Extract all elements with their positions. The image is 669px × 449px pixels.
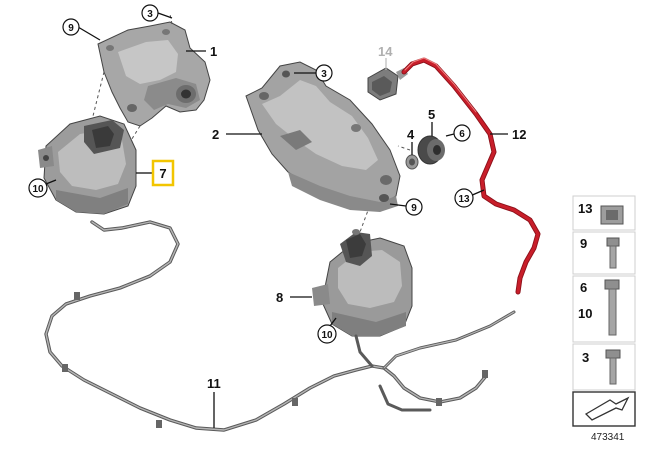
legend-6-label: 6 xyxy=(580,280,587,295)
legend-13-label: 13 xyxy=(578,201,592,216)
engine-carrier-bracket-part-2[interactable] xyxy=(245,61,401,212)
callout-6 xyxy=(453,124,471,142)
callout-3-top xyxy=(141,4,159,22)
callout-9-mid-label: 9 xyxy=(411,203,417,214)
assembly-guide-lines xyxy=(91,13,411,233)
callout-10-left xyxy=(28,178,48,198)
callout-8-label: 8 xyxy=(276,290,283,305)
engine-support-bracket-part-1[interactable] xyxy=(97,21,211,127)
legend-row-9[interactable] xyxy=(572,231,636,275)
flange-screw-icon xyxy=(605,349,621,385)
legend-row-6-10[interactable] xyxy=(572,275,636,343)
callout-10-mid xyxy=(317,324,337,344)
callout-10-mid-label: 10 xyxy=(321,330,333,341)
callout-9-mid xyxy=(405,198,423,216)
clip-nut-icon xyxy=(600,205,624,225)
hex-bolt-long-icon xyxy=(604,279,620,336)
engine-mount-right-part-8[interactable] xyxy=(312,229,413,337)
callout-3-mid xyxy=(315,64,333,82)
callout-3-top-label: 3 xyxy=(147,9,153,20)
callout-9-top xyxy=(62,18,80,36)
legend-3-label: 3 xyxy=(582,350,589,365)
spacer-part-4[interactable] xyxy=(405,154,419,170)
callout-1-label: 1 xyxy=(210,44,217,59)
callout-13-label: 13 xyxy=(458,194,470,205)
callout-4-label: 4 xyxy=(407,127,415,142)
direction-arrow-icon xyxy=(584,396,630,421)
callout-13 xyxy=(454,188,474,208)
document-number: 473341 xyxy=(591,432,625,443)
rubber-buffer-part-5[interactable] xyxy=(417,135,445,165)
legend-row-3[interactable] xyxy=(572,343,636,391)
callout-6-label: 6 xyxy=(459,129,465,140)
callout-12-label: 12 xyxy=(512,127,526,142)
vacuum-hose-part-12[interactable] xyxy=(401,57,541,295)
callout-7-highlight[interactable] xyxy=(151,159,175,187)
legend-10-label: 10 xyxy=(578,306,592,321)
callout-14-label: 14 xyxy=(378,44,393,59)
engine-mount-left-part-7[interactable] xyxy=(38,115,137,215)
wiring-harness-part-11[interactable] xyxy=(44,220,516,432)
callout-7-label: 7 xyxy=(159,166,166,181)
callout-10-left-label: 10 xyxy=(32,184,44,195)
fastener-legend: 13 9 6 10 3 473341 xyxy=(572,195,636,443)
callout-3-mid-label: 3 xyxy=(321,69,327,80)
legend-9-label: 9 xyxy=(580,236,587,251)
callout-5-label: 5 xyxy=(428,107,435,122)
hex-bolt-short-icon xyxy=(606,237,620,269)
callout-9-top-label: 9 xyxy=(68,23,74,34)
callout-2-label: 2 xyxy=(212,127,219,142)
callout-11-label: 11 xyxy=(207,376,221,391)
